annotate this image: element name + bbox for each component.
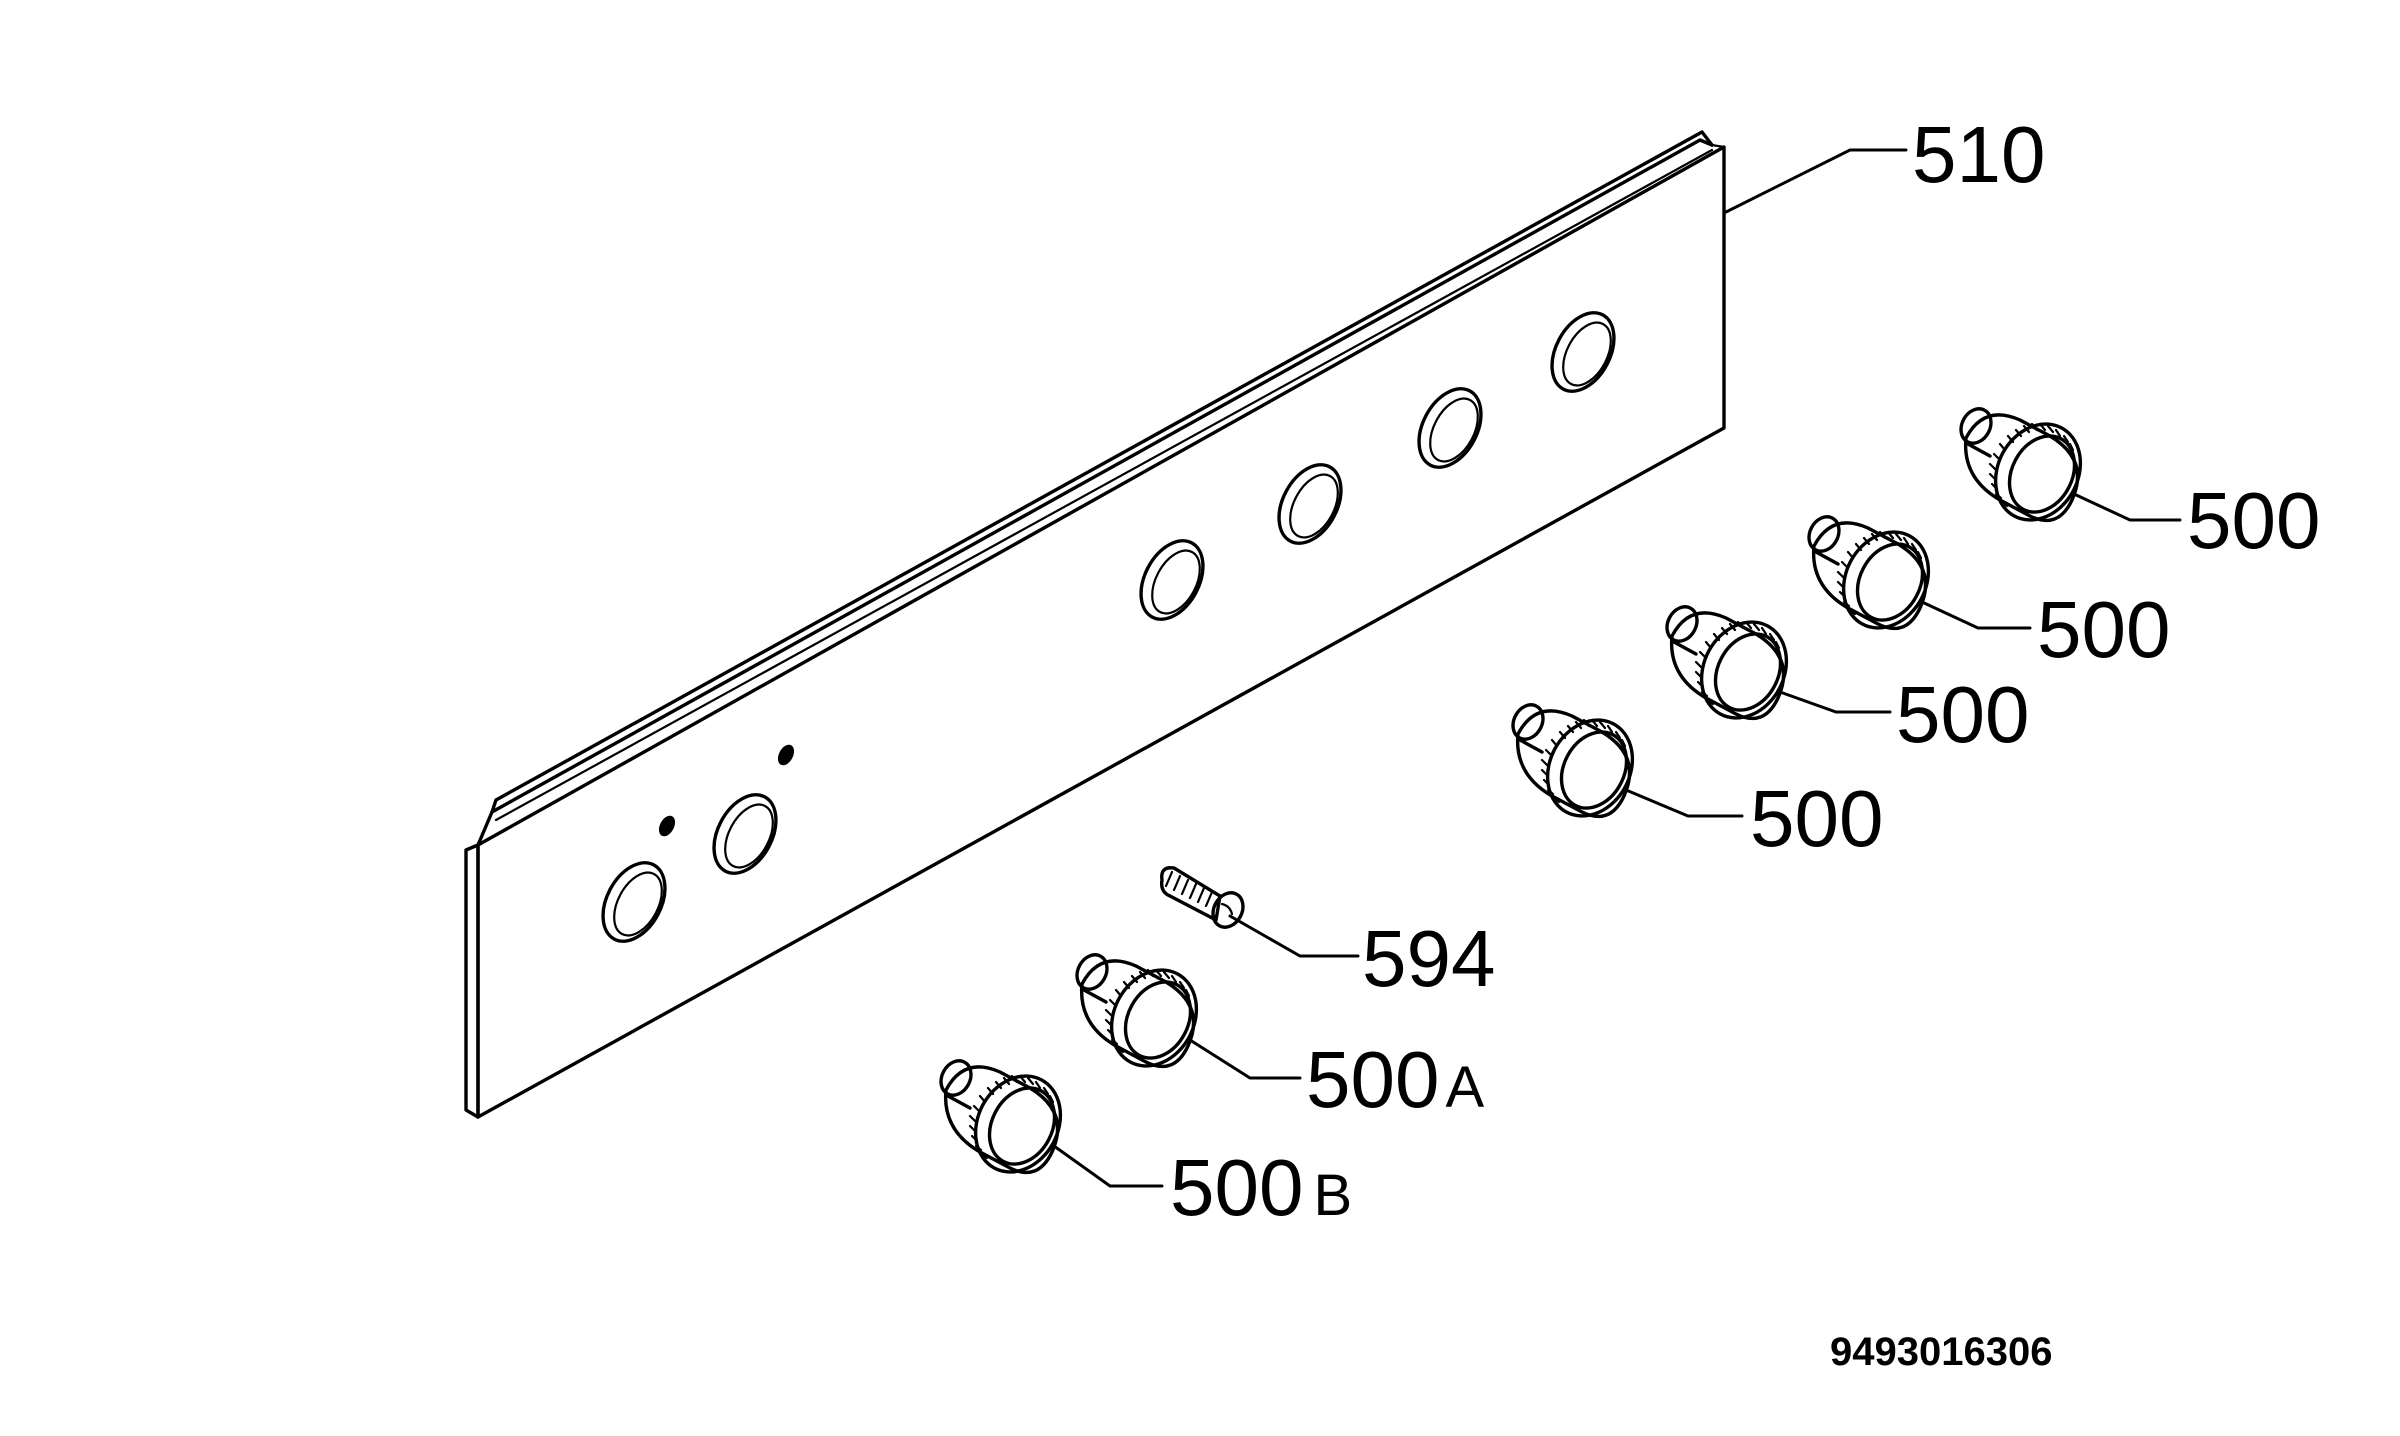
knob-500-1: 500 [1953, 401, 2320, 565]
panel-small-holes [658, 744, 795, 837]
part-label-510: 510 [1912, 110, 2045, 199]
control-panel [464, 130, 1726, 1119]
knob-500-4: 500 [1505, 697, 1883, 863]
knob-500-3: 500 [1659, 599, 2029, 759]
screw-594: 594 [1159, 866, 1495, 1003]
knob-500-2: 500 [1801, 509, 2170, 674]
panel-knob-holes [601, 311, 1616, 943]
part-label-500: 500 [1896, 670, 2029, 759]
part-label-500: 500 [1750, 774, 1883, 863]
part-label-594: 594 [1362, 914, 1495, 1003]
panel-label-group: 510 [1724, 110, 2045, 214]
part-label-500: 500 [2187, 476, 2320, 565]
part-label-500: 500 [2037, 585, 2170, 674]
drawing-code: 9493016306 [1830, 1330, 2052, 1374]
